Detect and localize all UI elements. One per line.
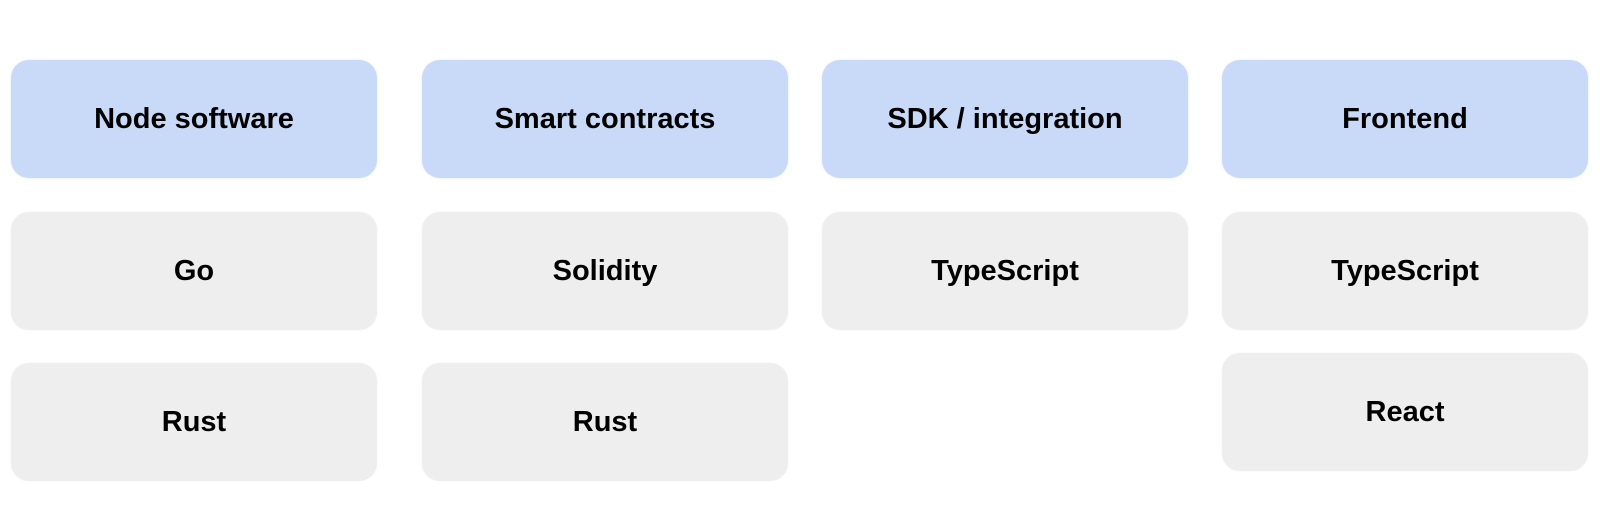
item-go: Go xyxy=(11,212,377,330)
header-sdk-integration: SDK / integration xyxy=(822,60,1188,178)
item-typescript: TypeScript xyxy=(822,212,1188,330)
header-smart-contracts: Smart contracts xyxy=(422,60,788,178)
item-react: React xyxy=(1222,353,1588,471)
item-solidity: Solidity xyxy=(422,212,788,330)
item-rust: Rust xyxy=(422,363,788,481)
header-frontend: Frontend xyxy=(1222,60,1588,178)
item-rust: Rust xyxy=(11,363,377,481)
item-typescript: TypeScript xyxy=(1222,212,1588,330)
header-node-software: Node software xyxy=(11,60,377,178)
